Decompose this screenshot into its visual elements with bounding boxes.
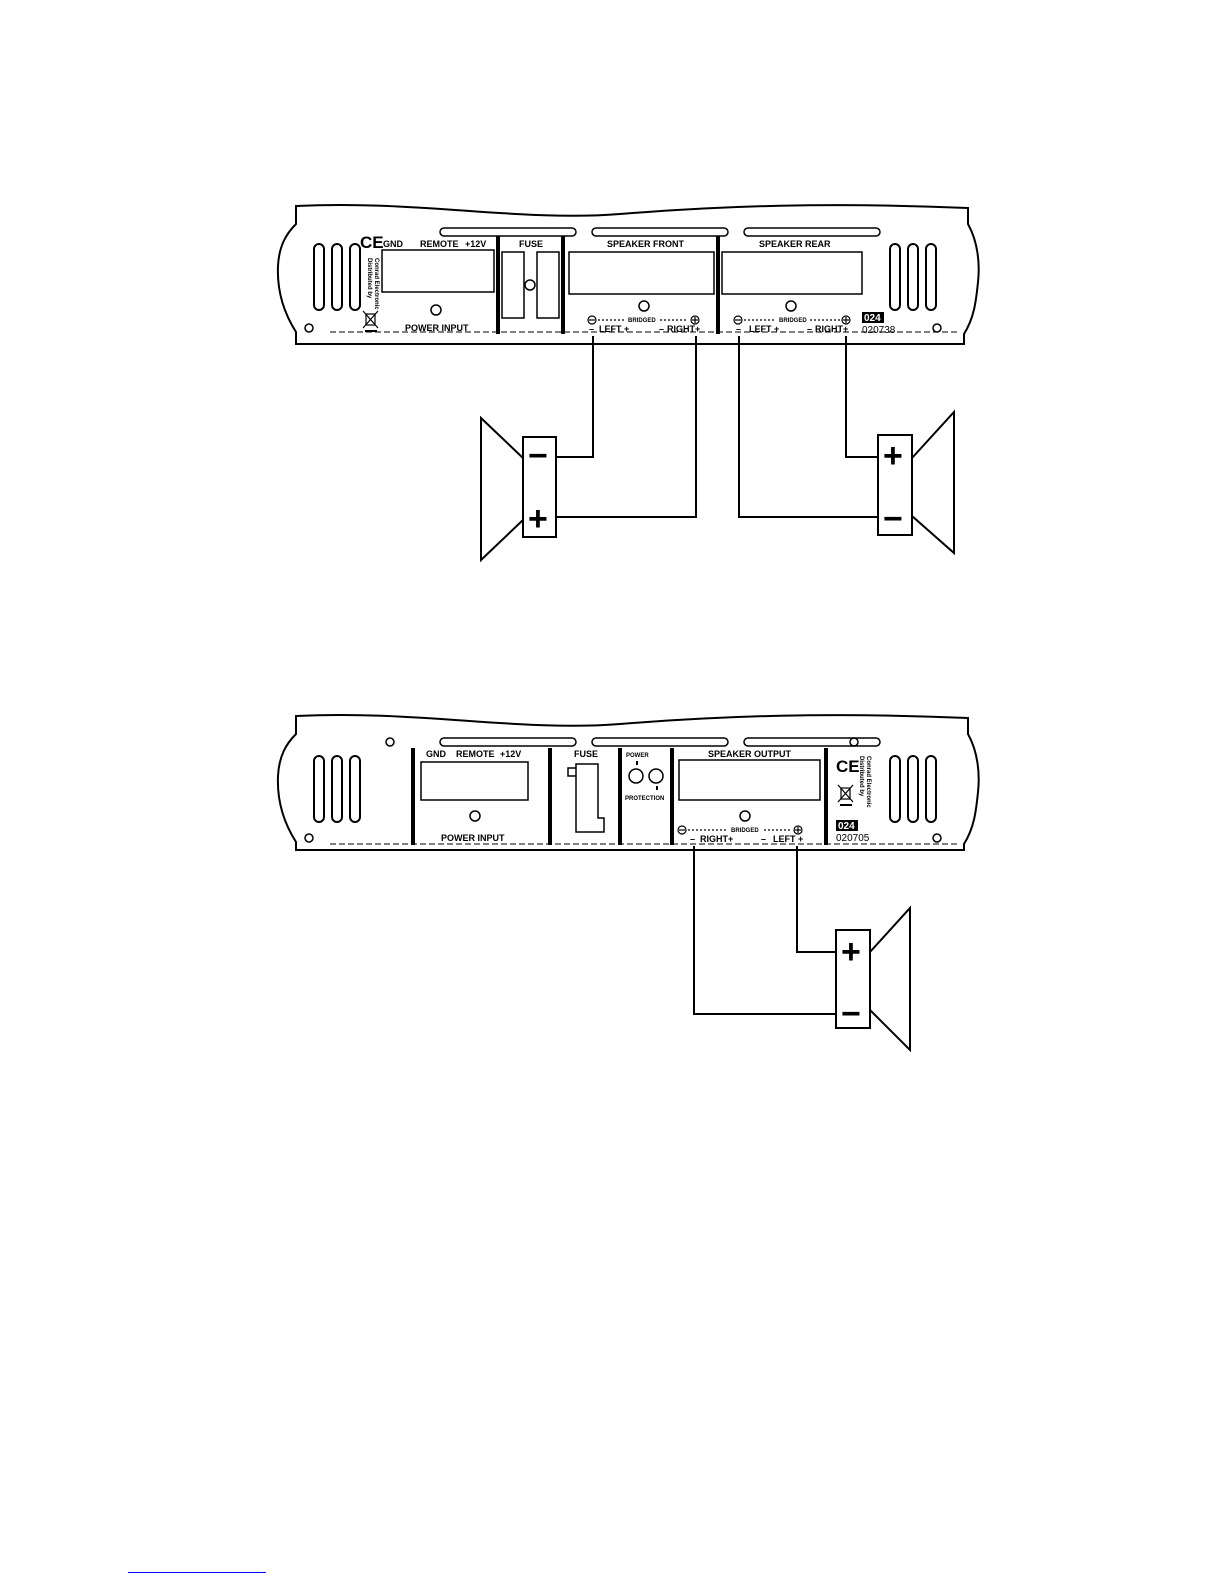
amp-2-badge-box	[836, 820, 858, 831]
amp-2-gnd-label: GND	[426, 749, 447, 759]
amp-1-distributed-line-2: Conrad Electronic	[373, 258, 379, 310]
speaker-right	[877, 409, 955, 556]
amp-1-top-vents	[439, 227, 881, 237]
speaker-bridged-plus-sign: +	[841, 933, 861, 971]
amp-1-chassis	[276, 203, 980, 345]
amp-2-left-label: LEFT +	[773, 834, 803, 844]
amp-1-power-terminal	[381, 249, 495, 293]
amplifier-1	[276, 203, 980, 345]
amp-1-rear-left-minus: –	[736, 324, 741, 334]
amp-2-protection-label: PROTECTION	[625, 796, 664, 802]
amp-1-bridged-label-front: BRIDGED	[628, 318, 656, 324]
amplifier-2	[276, 713, 980, 851]
amp-2-distributed-line-2: Conrad Electronic	[865, 756, 871, 808]
amp-2-speaker-output-label: SPEAKER OUTPUT	[708, 749, 792, 759]
amp-2-bridged-label: BRIDGED	[731, 828, 759, 834]
amp-1-speaker-rear-terminal	[721, 251, 863, 295]
amp-1-bridge-minus-icon	[587, 315, 743, 325]
amp-1-distributed-line-1: Distributed by	[366, 258, 372, 299]
amp-2-right-label: RIGHT+	[700, 834, 733, 844]
amp-1-speaker-front-label: SPEAKER FRONT	[607, 239, 685, 249]
amp-1-side-vents-left	[313, 243, 361, 311]
amp-2-power-led-icon	[628, 768, 644, 784]
amp-2-left-minus: –	[761, 834, 766, 844]
amp-2-chassis	[276, 713, 980, 851]
amp-1-speaker-rear-label: SPEAKER REAR	[759, 239, 831, 249]
amp-2-weee-bin-icon	[837, 784, 854, 806]
amp-1-gnd-label: GND	[383, 239, 404, 249]
speaker-left	[480, 415, 557, 563]
amp-2-speaker-wires	[693, 846, 836, 1015]
amp-2-fuse-icon	[567, 763, 605, 833]
amp-1-front-right-label: RIGHT+	[667, 324, 700, 334]
amp-1-ce-mark: CE	[360, 233, 384, 252]
amp-2-ce-mark: CE	[836, 757, 860, 776]
amp-2-fuse-label: FUSE	[574, 749, 598, 759]
amp-2-side-vents-right	[889, 755, 937, 823]
amp-2-remote-label: REMOTE	[456, 749, 495, 759]
amp-1-front-left-minus: –	[589, 324, 594, 334]
amp-1-fuse-holder-a	[501, 251, 525, 319]
speaker-right-plus-sign: +	[883, 437, 903, 475]
amp-2-power-input-label: POWER INPUT	[441, 833, 505, 843]
amp-2-distributed-line-1: Distributed by	[858, 756, 864, 797]
amp-1-rear-right-minus: –	[807, 324, 812, 334]
speaker-right-minus-sign: −	[883, 500, 903, 538]
amp-2-badge: 024	[838, 821, 855, 832]
footer-rule	[128, 1572, 266, 1573]
amp-2-bridge-plus-icon	[793, 825, 803, 835]
amp-2-right-minus: –	[690, 834, 695, 844]
amp-2-12v-label: +12V	[500, 749, 521, 759]
amp-1-front-right-minus: –	[659, 324, 664, 334]
amp-1-bridged-label-rear: BRIDGED	[779, 318, 807, 324]
amp-1-rear-left-label: LEFT +	[749, 324, 779, 334]
amp-2-protection-led-icon	[648, 768, 664, 784]
amp-1-model-number: 020738	[862, 325, 896, 336]
amp-1-remote-label: REMOTE	[420, 239, 459, 249]
speaker-left-plus-sign: +	[528, 500, 548, 538]
amp-1-fuse-holder-b	[536, 251, 560, 319]
amp-1-side-vents-right	[889, 243, 937, 311]
amp-1-badge: 024	[864, 313, 881, 324]
amp-2-power-label: POWER	[626, 753, 649, 759]
amp-2-speaker-output-terminal	[678, 759, 821, 801]
amp-1-weee-bin-icon	[362, 310, 379, 332]
amp-2-top-vents	[439, 737, 881, 747]
amp-1-fuse-label: FUSE	[519, 239, 543, 249]
amp-1-bridge-plus-icon	[690, 315, 851, 325]
amp-2-side-vents-left	[313, 755, 361, 823]
amp-1-power-input-label: POWER INPUT	[405, 323, 469, 333]
speaker-left-minus-sign: −	[528, 437, 548, 475]
amp-1-badge-box	[862, 312, 884, 323]
amp-1-speaker-wires	[556, 336, 878, 518]
amp-1-speaker-front-terminal	[568, 251, 715, 295]
speaker-bridged-minus-sign: −	[841, 995, 861, 1033]
amp-1-12v-label: +12V	[465, 239, 486, 249]
amp-1-rear-right-label: RIGHT+	[815, 324, 848, 334]
amp-2-model-number: 020705	[836, 833, 870, 844]
speaker-bridged	[835, 905, 911, 1053]
amp-2-power-terminal	[420, 761, 529, 801]
amp-1-front-left-label: LEFT +	[599, 324, 629, 334]
amp-2-bridge-minus-icon	[677, 825, 687, 835]
